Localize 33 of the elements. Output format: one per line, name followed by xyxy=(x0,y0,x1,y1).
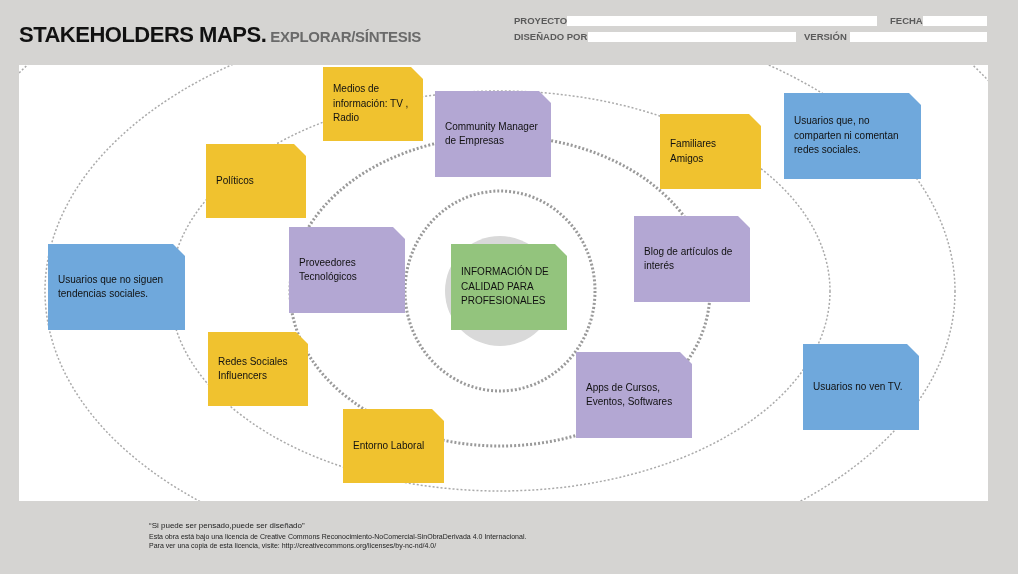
sticky-note xyxy=(660,114,761,189)
sticky-note xyxy=(323,67,423,141)
sticky-note xyxy=(206,144,306,218)
sticky-note xyxy=(576,352,692,438)
note-text: Usuarios no ven TV. xyxy=(813,379,903,394)
field-label: FECHA xyxy=(890,15,923,26)
note-text: Usuarios que no siguen tendencias sociales. xyxy=(58,272,165,301)
sticky-note xyxy=(48,244,185,330)
note-text: Medios de información: TV , Radio xyxy=(333,82,410,126)
note-text: Proveedores Tecnológicos xyxy=(299,255,358,284)
field-label: PROYECTO xyxy=(514,15,568,26)
field-label: DISEÑADO POR xyxy=(514,31,588,42)
note-text: Apps de Cursos, Eventos, Softwares xyxy=(586,380,674,409)
note-text: Usuarios que, no comparten ni comentan redes sociales. xyxy=(794,114,900,158)
sticky-note xyxy=(803,344,919,430)
sticky-note xyxy=(289,227,405,313)
field-label: VERSIÓN xyxy=(804,31,847,42)
sticky-note xyxy=(784,93,921,179)
subtitle: EXPLORAR/SÍNTESIS xyxy=(270,28,422,45)
note-text: Familiares Amigos xyxy=(670,137,718,166)
sticky-note xyxy=(435,91,551,177)
sticky-note xyxy=(208,332,308,406)
note-text: Community Manager de Empresas xyxy=(445,119,539,148)
note-text: INFORMACIÓN DE CALIDAD PARA PROFESIONALES xyxy=(461,265,550,309)
note-text: Blog de artículos de interés xyxy=(644,244,734,273)
sticky-note xyxy=(451,244,567,330)
title: STAKEHOLDERS MAPS. xyxy=(19,22,267,48)
note-text: Políticos xyxy=(216,173,254,188)
note-text: Redes Sociales Influencers xyxy=(218,354,289,383)
sticky-note xyxy=(634,216,750,302)
note-text: Entorno Laboral xyxy=(353,438,425,453)
tagline: “Si puede ser pensado,puede ser diseñado” xyxy=(149,521,305,530)
sticky-note xyxy=(343,409,444,483)
